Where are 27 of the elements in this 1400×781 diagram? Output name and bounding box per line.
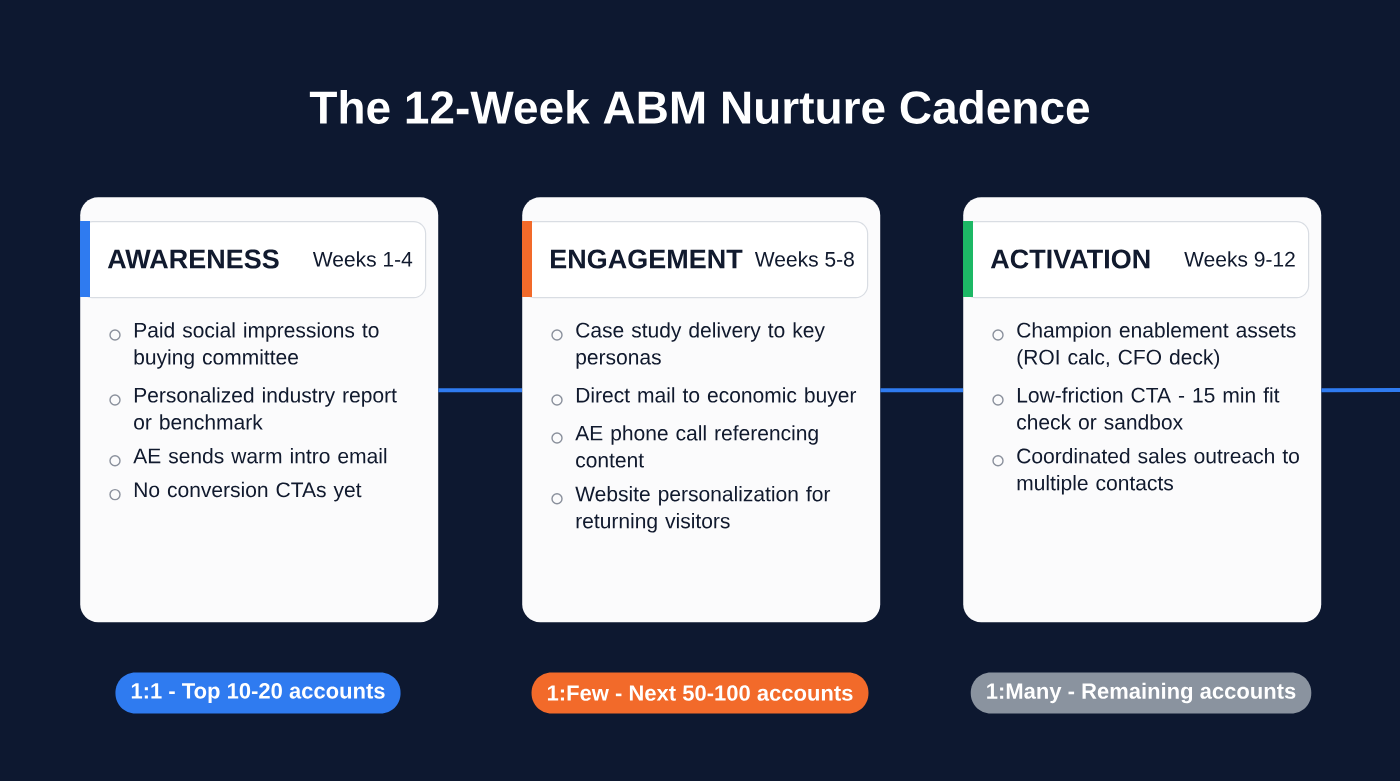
stage-heading: ENGAGEMENT [551,249,743,269]
stage-heading: ACTIVATION [990,249,1150,269]
connector-line [880,388,963,393]
segment-pill: 1:1 - Top 10-20 accounts [115,672,401,714]
segment-pill: 1:Few - Next 50-100 accounts [531,672,869,714]
bullet-text: AE sends warm intro email [133,448,387,464]
week-range: Weeks 5-8 [754,251,854,267]
bullet-text: Personalized industry report or benchmark [134,387,397,430]
bullet-text: Coordinated sales outreach to multiple contacts [1017,448,1299,495]
week-range: Weeks 9-12 [1184,251,1295,267]
bullet-text: No conversion CTAs yet [134,481,362,502]
stage-heading: AWARENESS [107,249,279,269]
connector-line [438,388,522,393]
connector-line [1321,388,1400,393]
card [522,197,881,623]
segment-pill: 1:Many - Remaining accounts [970,672,1312,714]
bullet-text: Website personalization for returning visitors [575,485,831,533]
bullet-text: Champion enablement assets (ROI calc, CFO deck) [1017,322,1296,369]
card [80,197,439,623]
bullet-text: Low-friction CTA - 15 min fit check or sandbox [1017,387,1280,430]
bullet-text: Case study delivery to key personas [576,322,825,369]
card [963,197,1322,623]
bullet-text: Direct mail to economic buyer [576,387,857,407]
bullet-text: AE phone call referencing content [575,425,818,468]
week-range: Weeks 1-4 [312,251,413,267]
title: The 12-Week ABM Nurture Cadence [309,90,1090,124]
bullet-text: Paid social impressions to buying committee [134,322,379,369]
